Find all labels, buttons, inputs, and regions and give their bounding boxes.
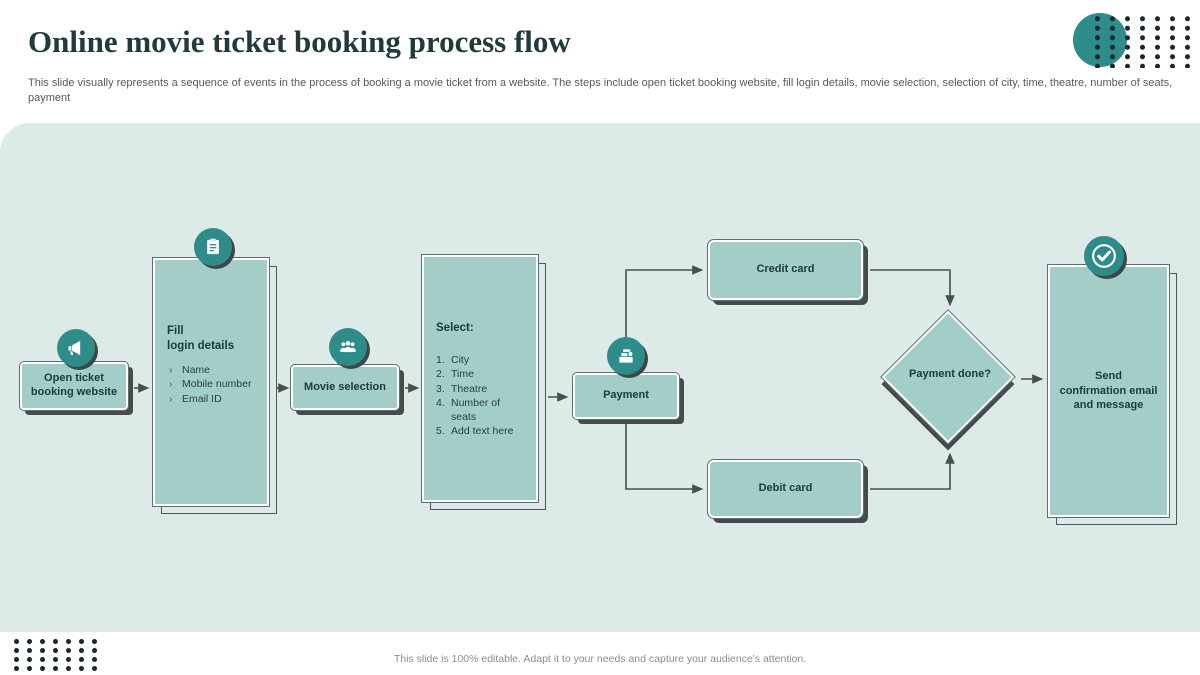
slide-subtitle: This slide visually represents a sequenc… bbox=[28, 77, 1173, 104]
list-item: Number of seats bbox=[436, 397, 501, 423]
node-payment: Payment bbox=[572, 372, 680, 420]
node-payment-label: Payment bbox=[603, 389, 649, 402]
node-debit-card: Debit card bbox=[707, 459, 864, 519]
fill-login-title: Fill login details bbox=[167, 325, 235, 352]
list-item: Email ID bbox=[167, 393, 259, 407]
node-movie-selection-label: Movie selection bbox=[304, 380, 386, 393]
list-item: Time bbox=[436, 368, 474, 381]
audience-icon bbox=[329, 328, 367, 366]
bottom-left-dot-grid bbox=[10, 637, 102, 671]
list-item: Theatre bbox=[436, 382, 488, 396]
node-debit-card-label: Debit card bbox=[758, 482, 813, 495]
node-movie-selection: Movie selection bbox=[290, 364, 400, 411]
node-open-website-label: Open ticket booking website bbox=[30, 372, 118, 398]
page-title: Online movie ticket booking process flow bbox=[28, 24, 571, 59]
check-badge-icon bbox=[1084, 236, 1124, 276]
list-item: Mobile number bbox=[167, 378, 259, 392]
list-item: Name bbox=[167, 364, 259, 378]
cash-register-icon bbox=[607, 337, 645, 375]
node-credit-card-label: Credit card bbox=[756, 263, 815, 276]
fill-login-list: Name Mobile number Email ID bbox=[167, 364, 259, 407]
list-item: City bbox=[436, 353, 470, 367]
node-send-confirmation-label: Send confirmation email and message bbox=[1059, 369, 1158, 412]
node-fill-login: Fill login details Name Mobile number Em… bbox=[152, 257, 270, 507]
node-credit-card: Credit card bbox=[707, 239, 864, 301]
select-list: City Time Theatre Number of seats Add te… bbox=[436, 354, 528, 439]
node-select: Select: City Time Theatre Number of seat… bbox=[421, 254, 539, 503]
top-right-dot-grid bbox=[1090, 14, 1200, 68]
megaphone-icon bbox=[57, 329, 95, 367]
list-item: Add text here bbox=[436, 425, 514, 438]
form-icon bbox=[194, 228, 232, 266]
node-open-website: Open ticket booking website bbox=[19, 361, 129, 411]
footer-note: This slide is 100% editable. Adapt it to… bbox=[393, 653, 807, 665]
node-send-confirmation: Send confirmation email and message bbox=[1047, 264, 1170, 518]
select-title: Select: bbox=[436, 322, 474, 334]
decision-payment-done-label: Payment done? bbox=[909, 368, 991, 380]
